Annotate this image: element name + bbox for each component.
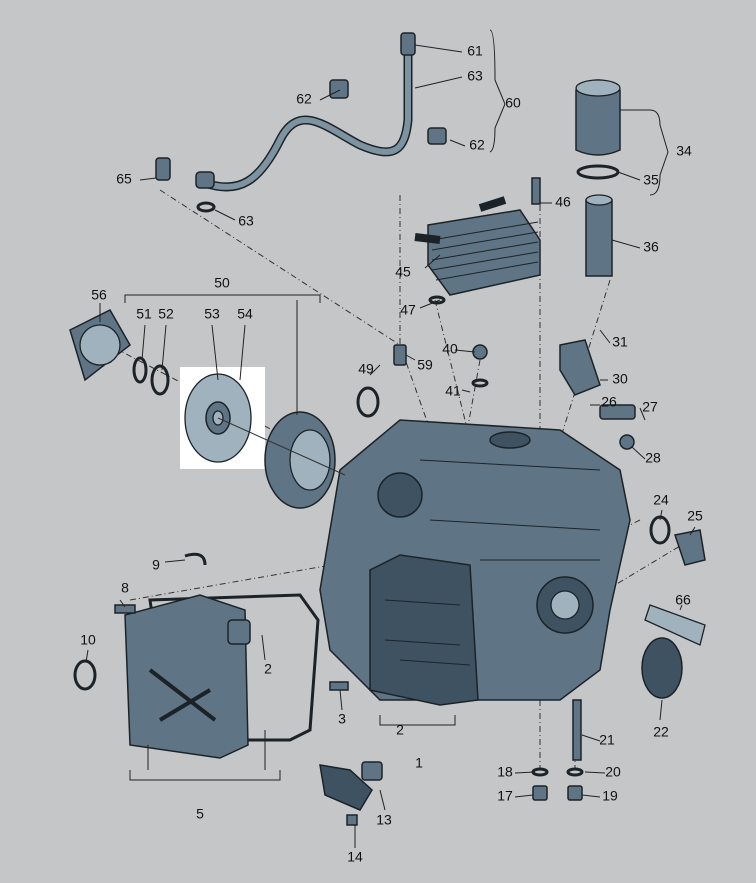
callout-50: 50 — [214, 275, 230, 291]
leader-lines — [85, 29, 696, 848]
callout-53: 53 — [204, 306, 220, 322]
callout-2: 2 — [396, 722, 404, 738]
oil-cooler-45 — [414, 177, 541, 305]
callout-25: 25 — [687, 508, 703, 524]
callout-17: 17 — [497, 788, 513, 804]
callout-28: 28 — [645, 450, 661, 466]
callout-21: 21 — [599, 732, 615, 748]
callout-49: 49 — [358, 361, 374, 377]
callout-35: 35 — [643, 172, 659, 188]
callout-56: 56 — [91, 287, 107, 303]
callout-66: 66 — [675, 592, 691, 608]
oil-pan-5 — [124, 593, 320, 759]
hose-assembly-60 — [155, 32, 447, 213]
callout-1: 1 — [415, 755, 423, 771]
callout-60: 60 — [505, 95, 521, 111]
oil-filter-assembly — [575, 79, 621, 277]
callout-24: 24 — [653, 492, 669, 508]
callout-54: 54 — [237, 306, 253, 322]
callout-52: 52 — [158, 306, 174, 322]
callout-20: 20 — [605, 764, 621, 780]
mechatronic-unit-2 — [369, 554, 479, 706]
callout-14: 14 — [347, 849, 363, 865]
callout-13: 13 — [376, 812, 392, 828]
callout-65: 65 — [116, 171, 132, 187]
callout-40: 40 — [442, 341, 458, 357]
callout-30: 30 — [612, 371, 628, 387]
callout-26: 26 — [601, 394, 617, 410]
callout-10: 10 — [80, 632, 96, 648]
callout-9: 9 — [152, 557, 160, 573]
callout-59: 59 — [417, 357, 433, 373]
clutch-assembly-50 — [69, 309, 346, 509]
callout-8: 8 — [121, 580, 129, 596]
callout-63: 63 — [467, 68, 483, 84]
callout-46: 46 — [555, 194, 571, 210]
callout-18: 18 — [497, 764, 513, 780]
callout-41: 41 — [445, 383, 461, 399]
callout-5: 5 — [196, 806, 204, 822]
callout-2: 2 — [264, 661, 272, 677]
callout-19: 19 — [602, 788, 618, 804]
callout-labels: 61 63 60 62 62 34 35 65 63 46 36 45 47 5… — [80, 43, 703, 865]
callout-27: 27 — [642, 399, 658, 415]
callout-3: 3 — [338, 711, 346, 727]
callout-47: 47 — [400, 302, 416, 318]
small-parts — [73, 339, 706, 826]
callout-51: 51 — [136, 306, 152, 322]
callout-45: 45 — [395, 264, 411, 280]
callout-62: 62 — [296, 91, 312, 107]
callout-61: 61 — [467, 43, 483, 59]
callout-34: 34 — [676, 143, 692, 159]
callout-36: 36 — [643, 239, 659, 255]
callout-62: 62 — [469, 137, 485, 153]
callout-63: 63 — [238, 213, 254, 229]
callout-31: 31 — [612, 334, 628, 350]
callout-22: 22 — [653, 724, 669, 740]
